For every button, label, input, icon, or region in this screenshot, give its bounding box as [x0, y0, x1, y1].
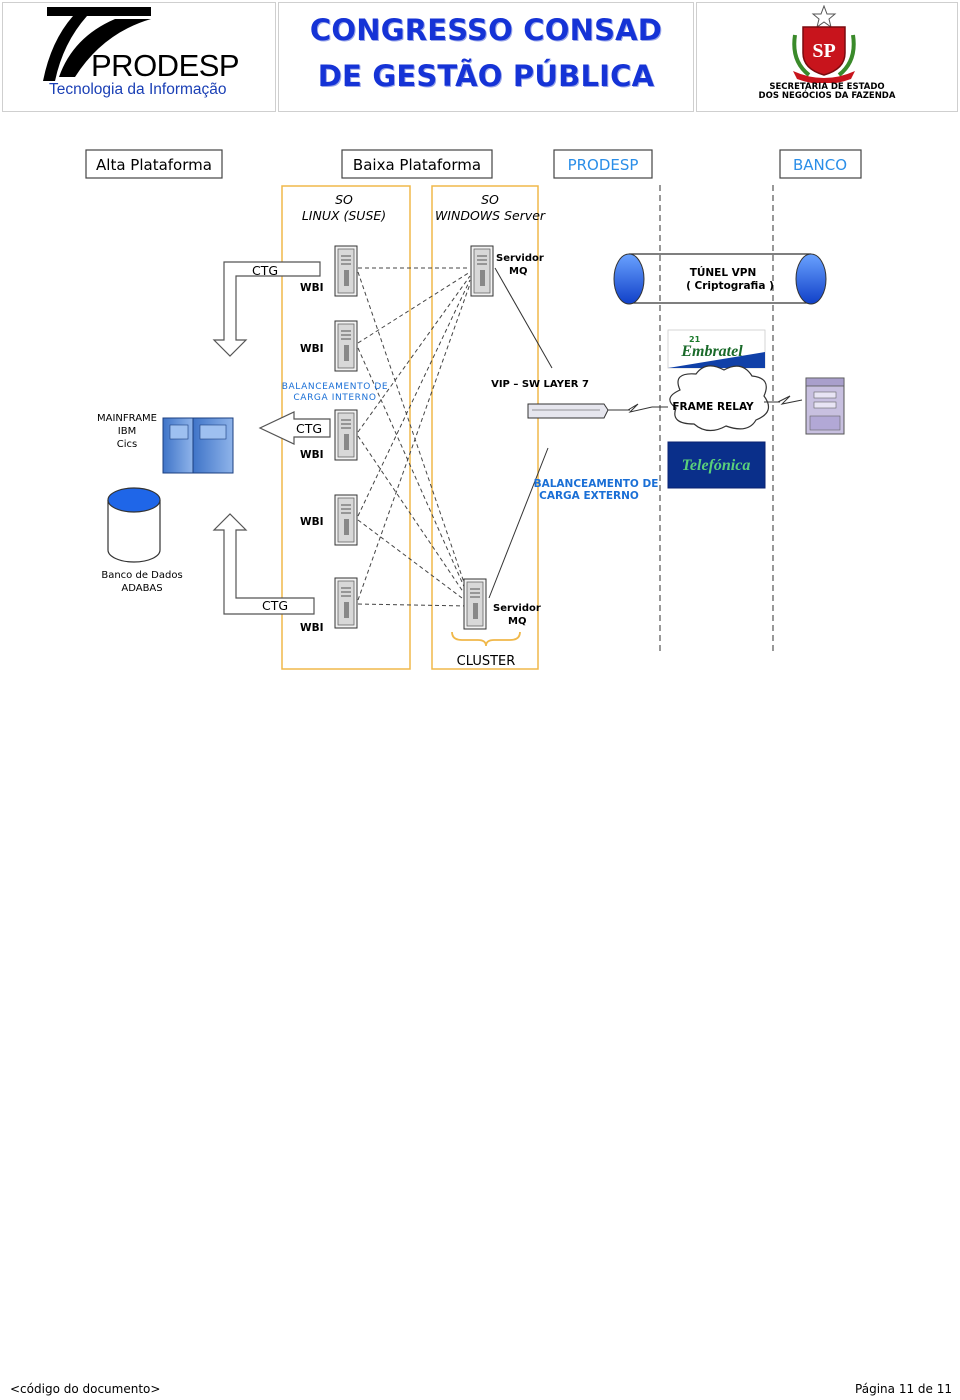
mainframe-line1: MAINFRAME: [97, 413, 157, 424]
so-linux-line2: LINUX (SUSE): [302, 208, 386, 223]
frame-relay-label: FRAME RELAY: [672, 401, 754, 413]
servidor-mq-top: Servidor MQ: [470, 245, 544, 297]
footer-document-code: <código do documento>: [10, 1382, 161, 1396]
wbi-label: WBI: [300, 343, 324, 355]
wbi-label: WBI: [300, 622, 324, 634]
ctg-arrow-middle: CTG: [258, 411, 331, 445]
bal-interno-line1: BALANCEAMENTO DE: [282, 382, 388, 392]
page-title-line2: DE GESTÃO PÚBLICA: [317, 59, 655, 93]
header-title-cell: CONGRESSO CONSAD DE GESTÃO PÚBLICA: [278, 2, 694, 112]
bal-externo-line1: BALANCEAMENTO DE: [534, 478, 659, 490]
secretaria-line1: SECRETARIA DE ESTADO: [769, 82, 885, 92]
column-alta-plataforma: Alta Plataforma: [85, 149, 223, 179]
prodesp-swoosh: [59, 19, 151, 77]
wbi-server-3: WBI: [300, 409, 358, 461]
bal-interno-line2: CARGA INTERNO: [293, 393, 376, 403]
seal-wreath-icon: [792, 34, 856, 77]
seal-ribbon-icon: [793, 71, 855, 83]
wbi-label: WBI: [300, 449, 324, 461]
mainframe-line3: Cics: [117, 439, 137, 450]
tunel-vpn-line1: TÚNEL VPN: [690, 266, 757, 279]
embratel-logo: 21 Embratel: [667, 329, 766, 369]
mainframe: MAINFRAME IBM Cics: [97, 413, 234, 474]
cluster-label: CLUSTER: [457, 654, 516, 669]
cluster-bracket: CLUSTER: [451, 631, 521, 669]
seal-shield-icon: [802, 26, 846, 76]
column-prodesp: PRODESP: [553, 149, 653, 179]
ctg-arrow-bottom: CTG: [212, 513, 315, 615]
tunel-vpn-line2: ( Criptografia ): [686, 280, 774, 292]
wbi-label: WBI: [300, 282, 324, 294]
bal-externo-line2: CARGA EXTERNO: [539, 490, 639, 502]
bank-server: [805, 377, 845, 435]
column-banco: BANCO: [779, 149, 862, 179]
embratel-name: Embratel: [680, 343, 743, 360]
servidor-mq-bottom-line1: Servidor: [493, 603, 541, 614]
so-windows-line2: WINDOWS Server: [435, 208, 546, 223]
embratel-number: 21: [689, 335, 701, 344]
vip-switch: VIP – SW LAYER 7: [488, 267, 668, 599]
servidor-mq-bottom-line2: MQ: [508, 616, 526, 627]
seal-text: SP: [812, 40, 835, 62]
wbi-server-4: WBI: [300, 494, 358, 546]
header-seal-cell: SP SECRETARIA DE ESTADO DOS NEGÓCIOS DA …: [696, 2, 958, 112]
windows-panel: [431, 185, 539, 670]
servidor-mq-top-line2: MQ: [509, 266, 527, 277]
database-adabas: Banco de Dados ADABAS: [101, 487, 183, 594]
header-logo-cell: PRODESP Tecnologia da Informação: [2, 2, 276, 112]
mainframe-line2: IBM: [118, 426, 136, 437]
telefonica-name: Telefónica: [682, 457, 751, 474]
frame-relay-cloud: FRAME RELAY: [669, 365, 803, 432]
architecture-diagram: Alta Plataforma Baixa Plataforma PRODESP…: [85, 149, 862, 670]
so-windows-line1: SO: [481, 192, 499, 207]
column-banco-label: BANCO: [793, 156, 847, 174]
prodesp-logo-name: PRODESP: [91, 48, 239, 83]
secretaria-line2: DOS NEGÓCIOS DA FAZENDA: [758, 91, 896, 101]
database-line1: Banco de Dados: [101, 570, 182, 581]
servidor-mq-top-line1: Servidor: [496, 253, 544, 264]
footer-page-number: Página 11 de 11: [855, 1382, 952, 1396]
column-prodesp-label: PRODESP: [568, 156, 639, 174]
ctg-arrow-top: CTG: [212, 261, 321, 357]
column-baixa-plataforma: Baixa Plataforma: [341, 149, 493, 179]
tunel-vpn: TÚNEL VPN ( Criptografia ): [613, 253, 827, 305]
prodesp-logo: PRODESP Tecnologia da Informação: [43, 7, 240, 98]
seal-star-icon: [811, 5, 837, 29]
wbi-label: WBI: [300, 516, 324, 528]
sp-seal: SP: [792, 5, 856, 83]
ctg-label: CTG: [296, 421, 322, 436]
database-line2: ADABAS: [121, 583, 162, 594]
so-linux-line1: SO: [335, 192, 353, 207]
ctg-label: CTG: [262, 598, 288, 613]
telefonica-logo: Telefónica: [667, 441, 766, 489]
wbi-server-2: WBI: [300, 320, 358, 372]
dashed-mesh: [357, 267, 471, 607]
ctg-label: CTG: [252, 263, 278, 278]
column-baixa-label: Baixa Plataforma: [353, 156, 481, 174]
vip-label: VIP – SW LAYER 7: [491, 379, 589, 390]
prodesp-logo-tagline: Tecnologia da Informação: [49, 81, 227, 98]
column-alta-label: Alta Plataforma: [96, 156, 212, 174]
page-title-line1: CONGRESSO CONSAD: [309, 13, 663, 47]
prodesp-seven-mark: [43, 7, 151, 81]
servidor-mq-bottom: Servidor MQ: [463, 578, 541, 630]
wbi-server-5: WBI: [300, 577, 358, 634]
